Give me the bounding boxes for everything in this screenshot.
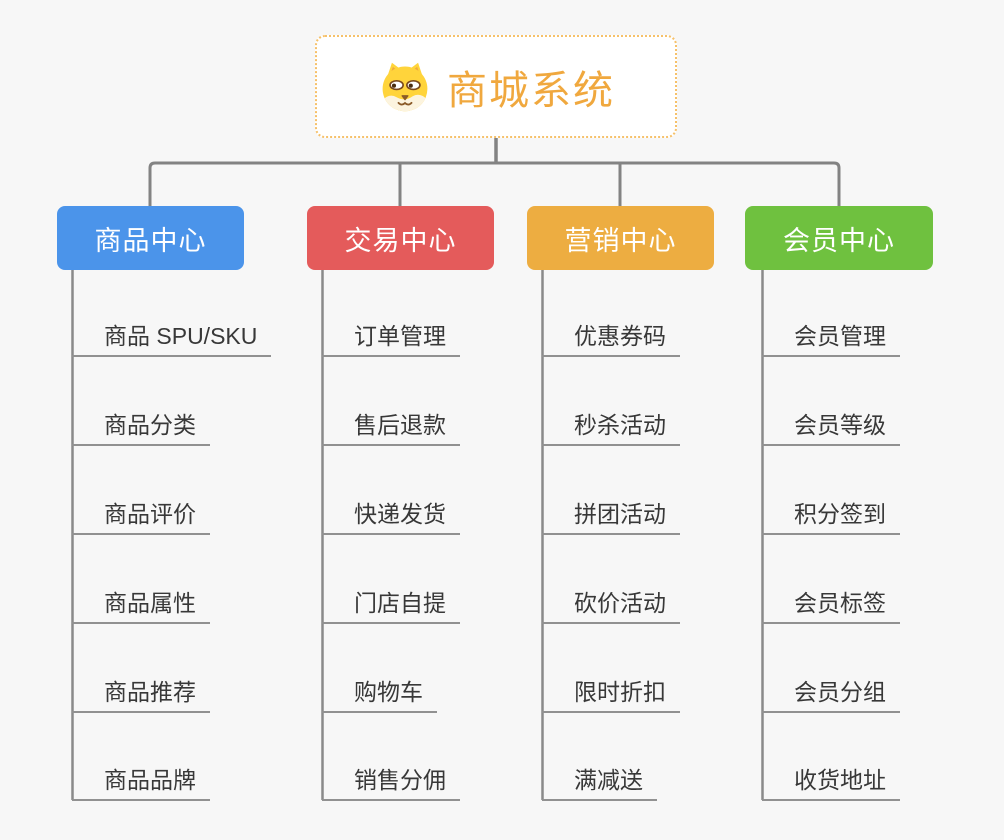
branch-header-label: 商品中心 [94,225,207,256]
leaf-node[interactable]: 会员管理 [762,321,900,357]
leaf-node[interactable]: 商品评价 [72,499,210,535]
leaf-node[interactable]: 满减送 [542,765,657,801]
leaf-node[interactable]: 收货地址 [762,765,900,801]
branch-header-products[interactable]: 商品中心 [57,206,244,270]
root-title: 商城系统 [447,68,615,113]
leaf-node[interactable]: 砍价活动 [542,588,680,624]
leaf-node[interactable]: 商品推荐 [72,677,210,713]
leaf-node[interactable]: 优惠券码 [542,321,680,357]
leaf-node[interactable]: 商品品牌 [72,765,210,801]
shiba-dog-icon [382,62,428,111]
leaf-node[interactable]: 销售分佣 [322,765,460,801]
leaf-node[interactable]: 秒杀活动 [542,410,680,446]
leaf-node[interactable]: 商品属性 [72,588,210,624]
leaf-node[interactable]: 会员等级 [762,410,900,446]
leaf-node[interactable]: 限时折扣 [542,677,680,713]
leaf-node[interactable]: 购物车 [322,677,437,713]
branch-header-marketing[interactable]: 营销中心 [527,206,714,270]
leaf-node[interactable]: 门店自提 [322,588,460,624]
branch-header-label: 营销中心 [564,225,677,256]
leaf-node[interactable]: 商品分类 [72,410,210,446]
leaf-node[interactable]: 商品 SPU/SKU [72,321,272,357]
leaf-node[interactable]: 快递发货 [322,499,460,535]
leaf-node[interactable]: 会员分组 [762,677,900,713]
leaf-node[interactable]: 售后退款 [322,410,460,446]
branch-header-label: 交易中心 [344,225,457,256]
branch-header-label: 会员中心 [783,225,895,256]
leaf-node[interactable]: 订单管理 [322,321,460,357]
leaf-node[interactable]: 会员标签 [762,588,900,624]
root-node[interactable]: 商城系统 [315,35,677,138]
leaf-node[interactable]: 积分签到 [762,499,900,535]
branch-header-members[interactable]: 会员中心 [745,206,933,270]
leaf-node[interactable]: 拼团活动 [542,499,680,535]
branch-header-trade[interactable]: 交易中心 [307,206,494,270]
